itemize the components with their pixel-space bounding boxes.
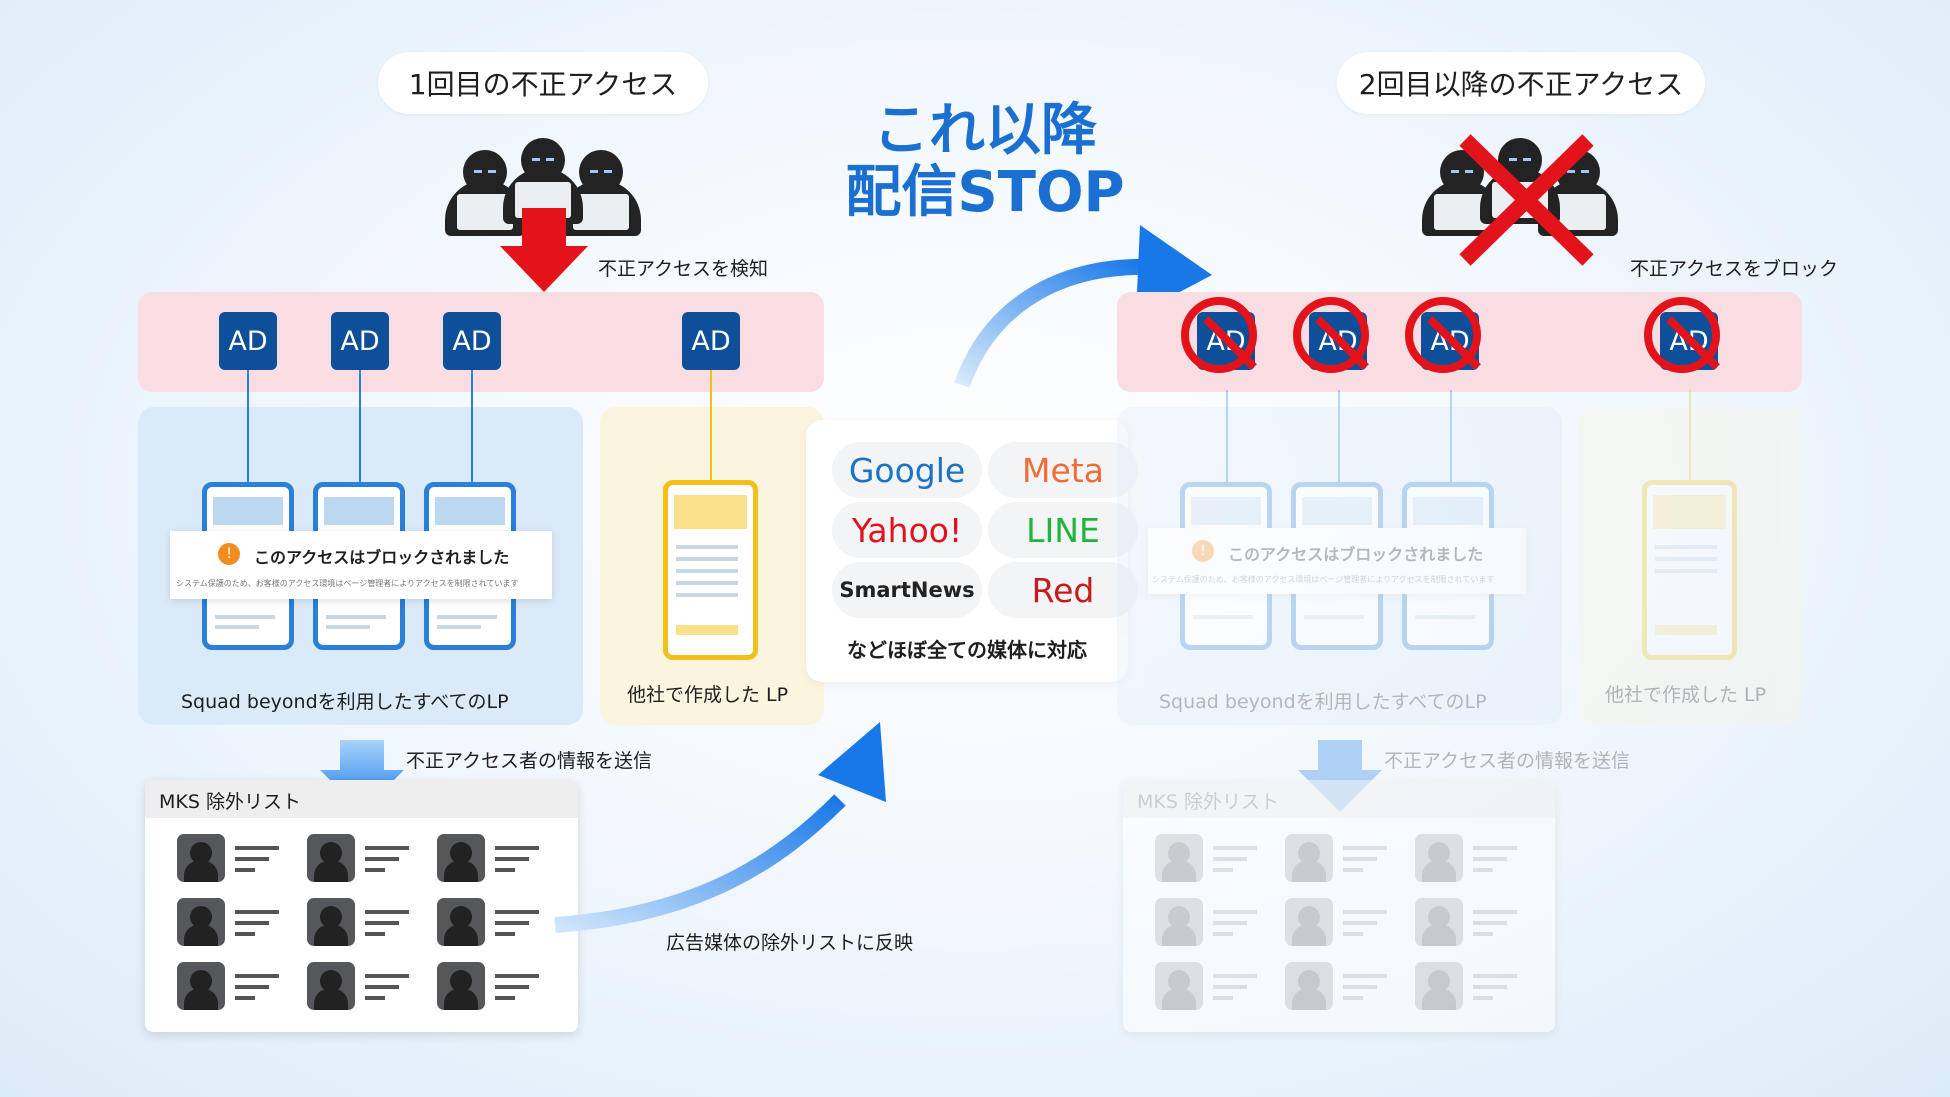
detect-label: 不正アクセスを検知 [598,258,769,280]
squad-lp-label: Squad beyondを利用したすべてのLP [181,691,509,713]
list-item [1285,898,1405,950]
ad-badge: AD [219,312,277,370]
send-label: 不正アクセス者の情報を送信 [406,750,653,772]
list-item [177,898,297,950]
list-item [437,962,557,1014]
ad-connector [710,370,712,482]
list-item [1155,962,1275,1014]
ad-badge: AD [331,312,389,370]
ad-connector [1689,390,1691,480]
warning-icon: ! [1192,540,1214,562]
list-item [437,898,557,950]
blocked-notice: ! このアクセスはブロックされました システム保護のため、お客様のアクセス環境は… [170,531,552,599]
list-item [437,834,557,886]
media-google: Google [832,442,982,498]
ad-connector [1226,390,1228,482]
block-label: 不正アクセスをブロック [1630,258,1839,280]
prohibited-icon [1405,297,1481,373]
ad-badge: AD [682,312,740,370]
repeat-access-title: 2回目以降の不正アクセス [1337,52,1705,114]
list-item [1155,898,1275,950]
squad-lp-label: Squad beyondを利用したすべてのLP [1159,691,1487,713]
list-item [177,834,297,886]
ad-badge: AD [443,312,501,370]
list-item [1415,962,1535,1014]
ad-connector [1338,390,1340,482]
mks-exclusion-list: MKS 除外リスト [1123,780,1555,1032]
headline: これ以降 配信STOP [845,98,1125,225]
media-yahoo: Yahoo! [832,502,982,558]
media-smartnews: SmartNews [832,562,982,618]
other-lp-label: 他社で作成した LP [1605,684,1767,706]
ad-media-panel: Google Meta Yahoo! LINE SmartNews Red など… [806,420,1138,682]
list-item [1285,834,1405,886]
list-item [307,962,427,1014]
send-label: 不正アクセス者の情報を送信 [1384,750,1631,772]
media-caption: などほぼ全ての媒体に対応 [847,638,1087,662]
other-lp-label: 他社で作成した LP [627,684,789,706]
down-arrow-icon [500,208,588,292]
first-access-title: 1回目の不正アクセス [378,52,708,114]
other-lp-panel [1579,407,1802,725]
lp-phone [1180,482,1272,650]
list-item [307,834,427,886]
list-item [1155,834,1275,886]
prohibited-icon [1293,297,1369,373]
ad-connector [471,370,473,482]
list-item [1285,962,1405,1014]
down-arrow-icon [320,740,404,812]
list-item [177,962,297,1014]
media-meta: Meta [988,442,1138,498]
other-lp-phone [1642,480,1737,660]
list-item [307,898,427,950]
list-item [1415,834,1535,886]
ad-connector [247,370,249,482]
warning-icon: ! [218,543,240,565]
squad-lp-panel [1117,407,1562,725]
ad-connector [359,370,361,482]
mks-exclusion-list: MKS 除外リスト [145,780,578,1032]
cross-icon [1459,134,1594,266]
blocked-notice: ! このアクセスはブロックされました システム保護のため、お客様のアクセス環境は… [1148,528,1526,594]
other-lp-phone [663,480,758,660]
lp-phone [1402,482,1494,650]
down-arrow-icon [1298,740,1382,812]
media-line: LINE [988,502,1138,558]
ad-connector [1450,390,1452,482]
curved-arrow-icon [554,722,886,933]
prohibited-icon [1181,297,1257,373]
list-item [1415,898,1535,950]
prohibited-icon [1644,297,1720,373]
media-red: Red [988,562,1138,618]
lp-phone [1291,482,1383,650]
reflect-label: 広告媒体の除外リストに反映 [666,932,914,954]
